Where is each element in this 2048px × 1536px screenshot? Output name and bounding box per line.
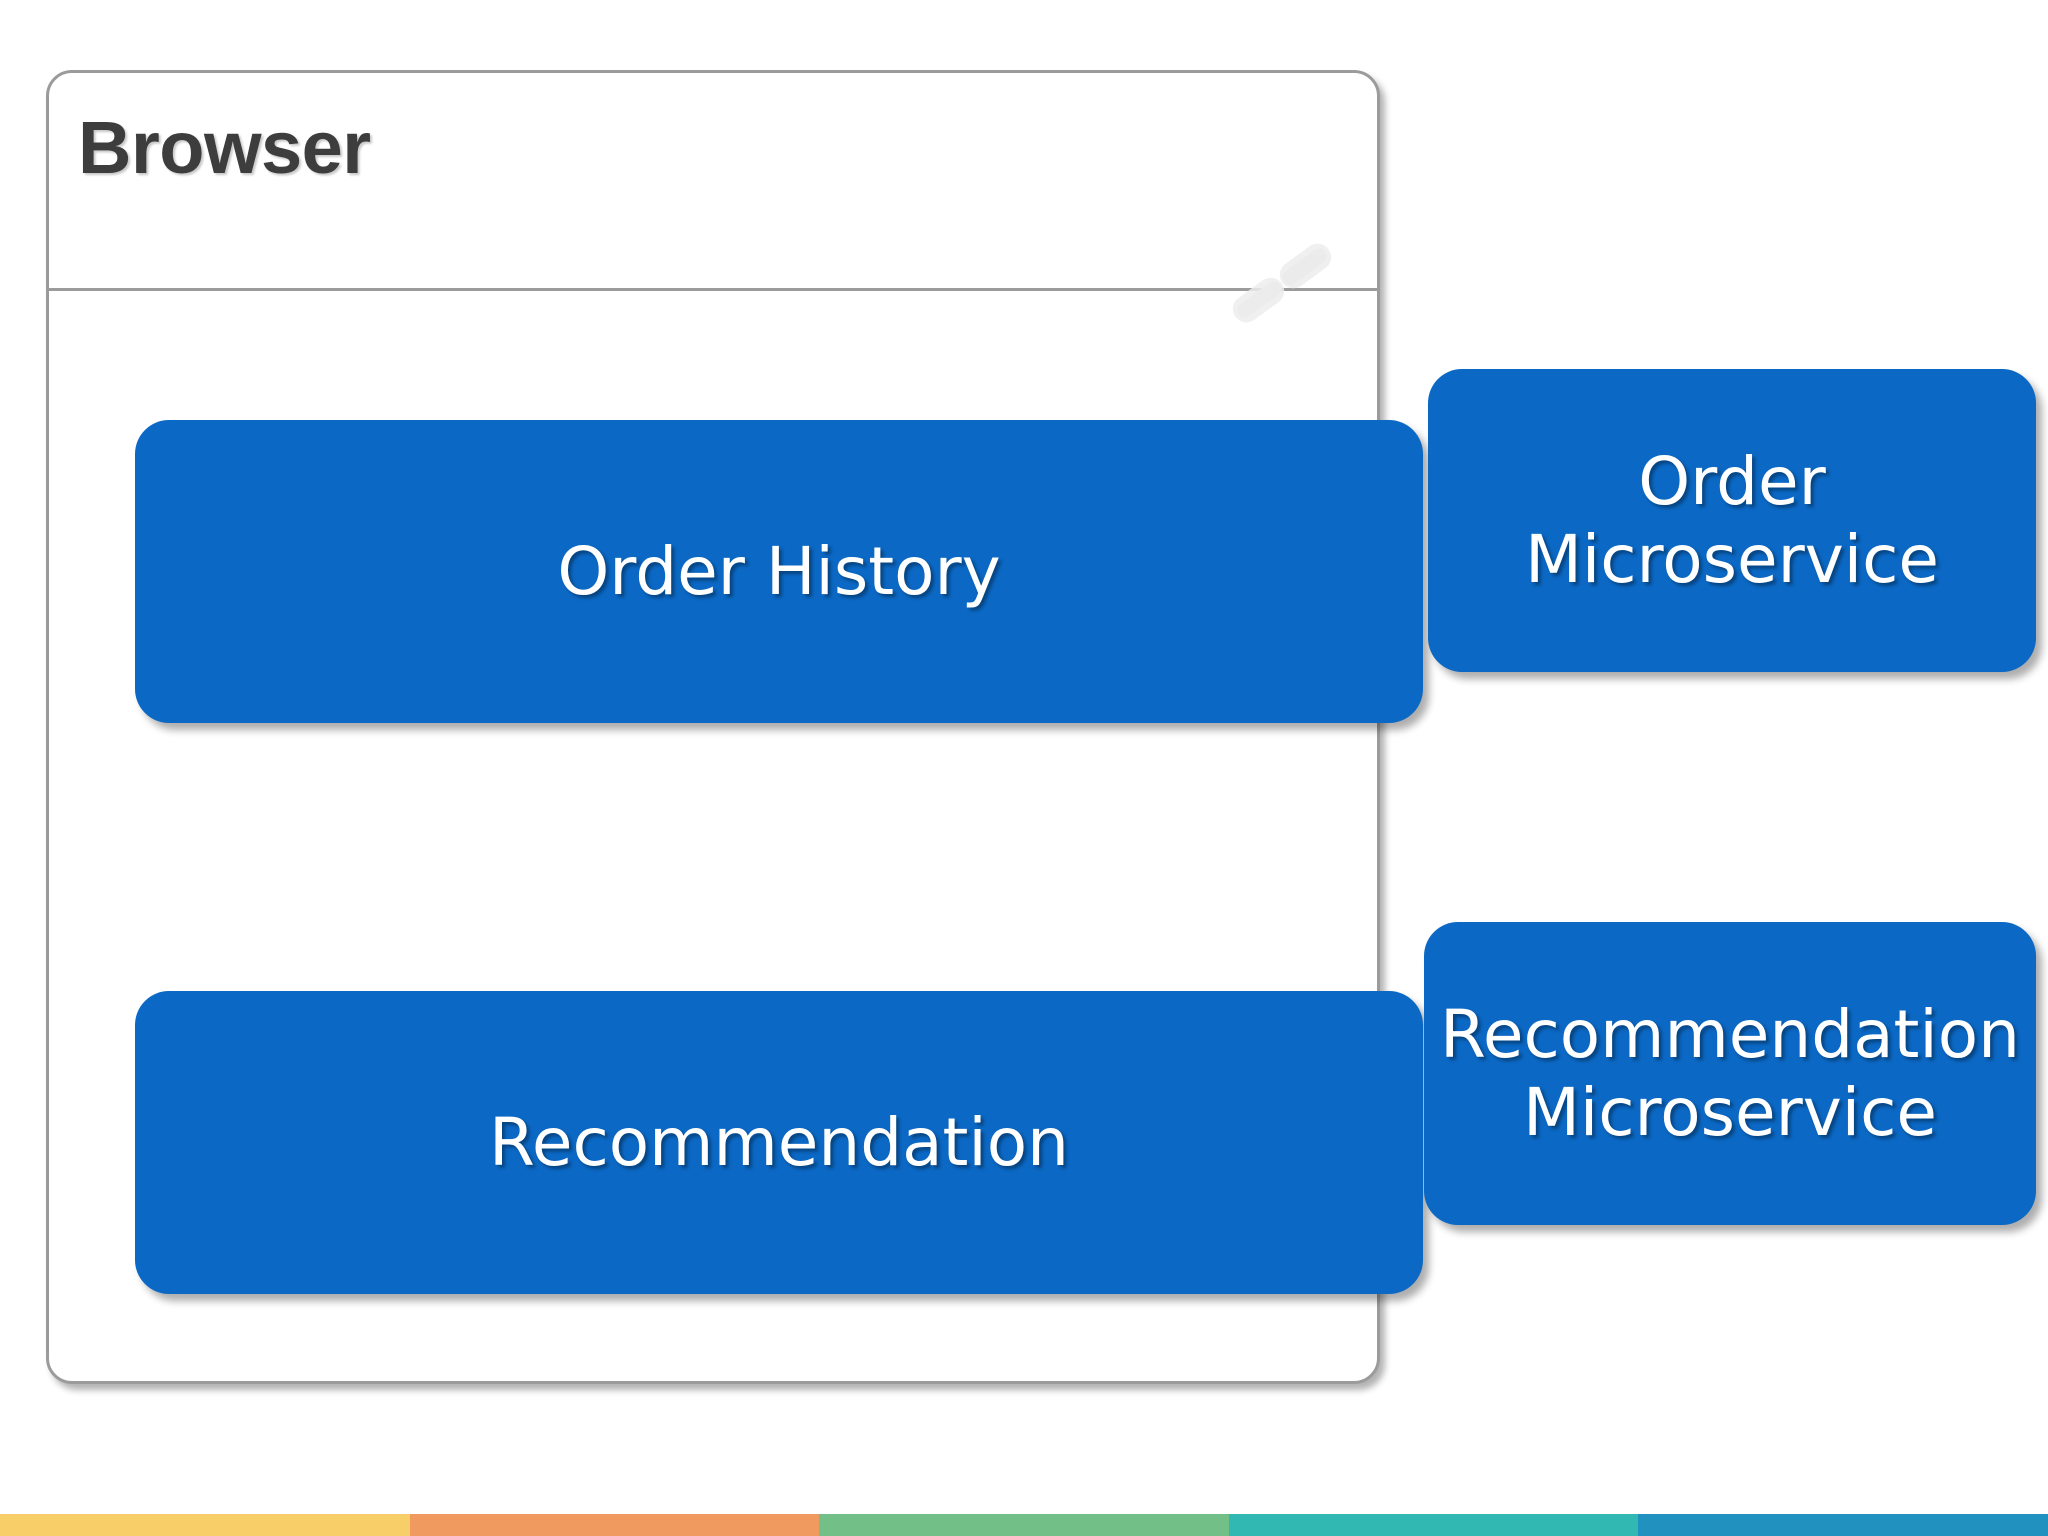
box-recommendation-microservice-label: Recommendation Microservice [1440, 995, 2020, 1151]
strip-segment-orange [409, 1514, 820, 1536]
footer-color-strip [0, 1514, 2048, 1536]
box-order-history-label: Order History [557, 532, 1001, 610]
box-recommendation[interactable]: Recommendation [135, 991, 1423, 1294]
browser-window: Browser Order History Recommendation [46, 70, 1423, 1384]
box-order-microservice[interactable]: Order Microservice [1428, 369, 2036, 672]
strip-segment-green [819, 1514, 1229, 1536]
box-order-history[interactable]: Order History [135, 420, 1423, 723]
box-recommendation-microservice[interactable]: Recommendation Microservice [1424, 922, 2036, 1225]
browser-titlebar: Browser [49, 73, 1377, 291]
strip-segment-blue [1638, 1514, 2048, 1536]
strip-segment-yellow [0, 1514, 410, 1536]
box-order-microservice-label: Order Microservice [1524, 442, 1940, 598]
strip-segment-teal [1228, 1514, 1639, 1536]
browser-title: Browser [78, 106, 371, 189]
box-recommendation-label: Recommendation [489, 1103, 1069, 1181]
